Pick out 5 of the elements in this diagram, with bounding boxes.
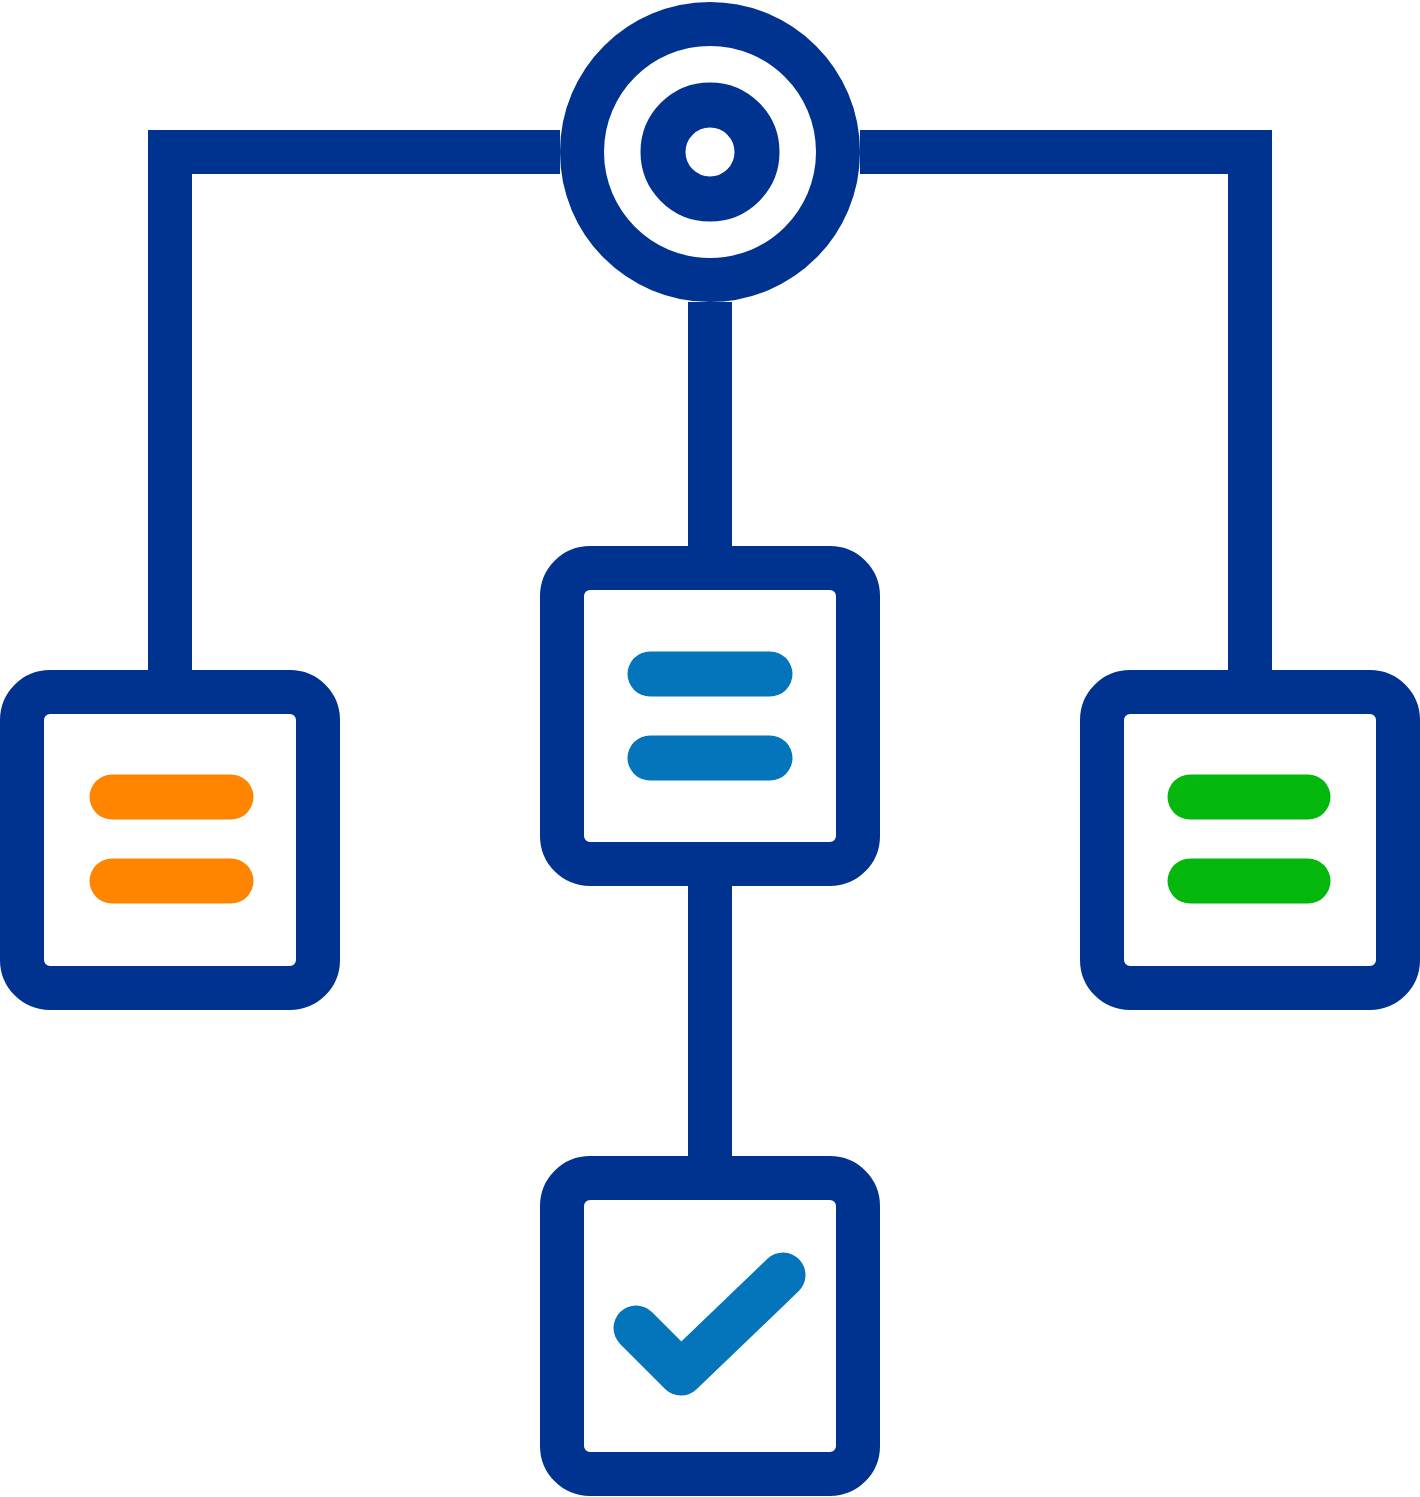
connector-line <box>860 130 1272 670</box>
connector-line <box>688 302 732 546</box>
connector-line <box>688 886 732 1156</box>
connector-line <box>148 130 560 670</box>
ring-node <box>560 2 860 302</box>
